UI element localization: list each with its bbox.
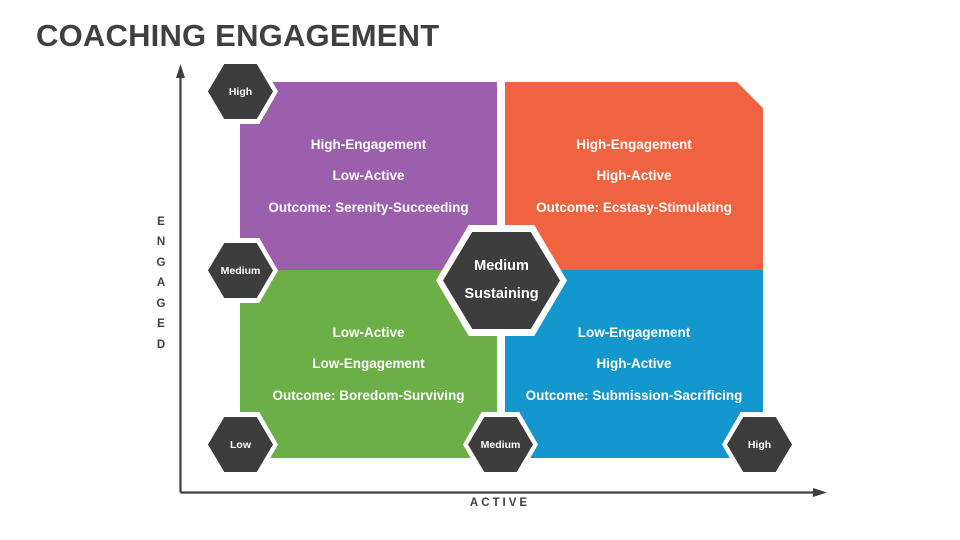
quadrant-line-1: Low-Active [332, 325, 405, 341]
y-axis-letter: E [157, 216, 165, 228]
quadrant-line-1: Low-Engagement [577, 325, 691, 341]
y-axis-letter: G [156, 297, 166, 310]
quadrant-outcome: Outcome: Boredom-Surviving [272, 387, 465, 403]
quadrant-line-1: High-Engagement [310, 137, 427, 153]
quadrant-line-2: Low-Active [332, 168, 405, 184]
quadrant-outcome: Outcome: Submission-Sacrificing [525, 387, 743, 403]
quadrant-line-2: High-Active [596, 356, 672, 372]
quadrant-low-engagement-low-active[interactable]: Low-Active Low-Engagement Outcome: Bored… [240, 270, 497, 458]
page-title: COACHING ENGAGEMENT [36, 18, 440, 53]
quadrant-outcome: Outcome: Ecstasy-Stimulating [536, 199, 732, 215]
quadrant-line-2: Low-Engagement [312, 356, 425, 372]
y-axis-letter: A [156, 277, 166, 290]
y-axis-letter: D [156, 338, 166, 351]
quadrant-line-2: High-Active [596, 168, 672, 184]
y-axis-title: E N G A G E D [150, 212, 172, 355]
quadrant-high-engagement-low-active[interactable]: High-Engagement Low-Active Outcome: Sere… [240, 82, 497, 270]
y-axis-tick-medium[interactable]: Medium [208, 243, 273, 298]
quadrant-high-engagement-high-active[interactable]: High-Engagement High-Active Outcome: Ecs… [505, 82, 763, 270]
center-marker-line-2: Sustaining [464, 285, 539, 302]
y-axis-letter: E [157, 318, 165, 331]
y-axis-letter: N [156, 236, 166, 249]
center-marker-line-1: Medium [474, 258, 529, 275]
quadrant-outcome: Outcome: Serenity-Succeeding [268, 199, 469, 215]
quadrant-line-1: High-Engagement [576, 137, 692, 153]
y-axis-letter: G [156, 256, 166, 269]
x-axis-title: ACTIVE [469, 497, 531, 509]
